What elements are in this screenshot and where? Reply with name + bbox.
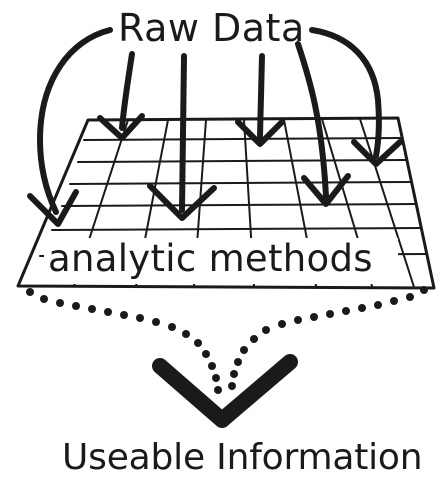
arrow-head [351, 139, 403, 167]
grid-column-line [359, 118, 415, 288]
grid-row-line [51, 227, 422, 231]
arrow-shaft [309, 27, 382, 159]
arrow-head [27, 189, 79, 227]
useable-information-label: Useable Information [62, 437, 423, 478]
grid-row-line [83, 137, 403, 141]
funnel-dotted-lines [26, 286, 428, 394]
arrow-shaft [179, 53, 187, 213]
arrow-head [235, 119, 285, 147]
arrow-shaft [119, 51, 135, 131]
chevron-down-icon [152, 354, 298, 428]
grid-row-line [69, 181, 412, 185]
grid-row-line [77, 159, 407, 163]
grid-row-line [61, 203, 417, 207]
methods-label-backdrop [44, 238, 398, 284]
arrow-head [147, 183, 217, 221]
raw-data-arrows [27, 27, 403, 227]
arrow-head [97, 113, 145, 141]
grid-outline [16, 116, 436, 290]
arrow-head [301, 173, 351, 207]
raw-data-label: Raw Data [118, 6, 305, 50]
arrow-shaft [37, 27, 113, 215]
analytic-methods-label: analytic methods [48, 237, 373, 280]
arrow-shaft [295, 41, 329, 199]
arrow-shaft [257, 53, 265, 139]
